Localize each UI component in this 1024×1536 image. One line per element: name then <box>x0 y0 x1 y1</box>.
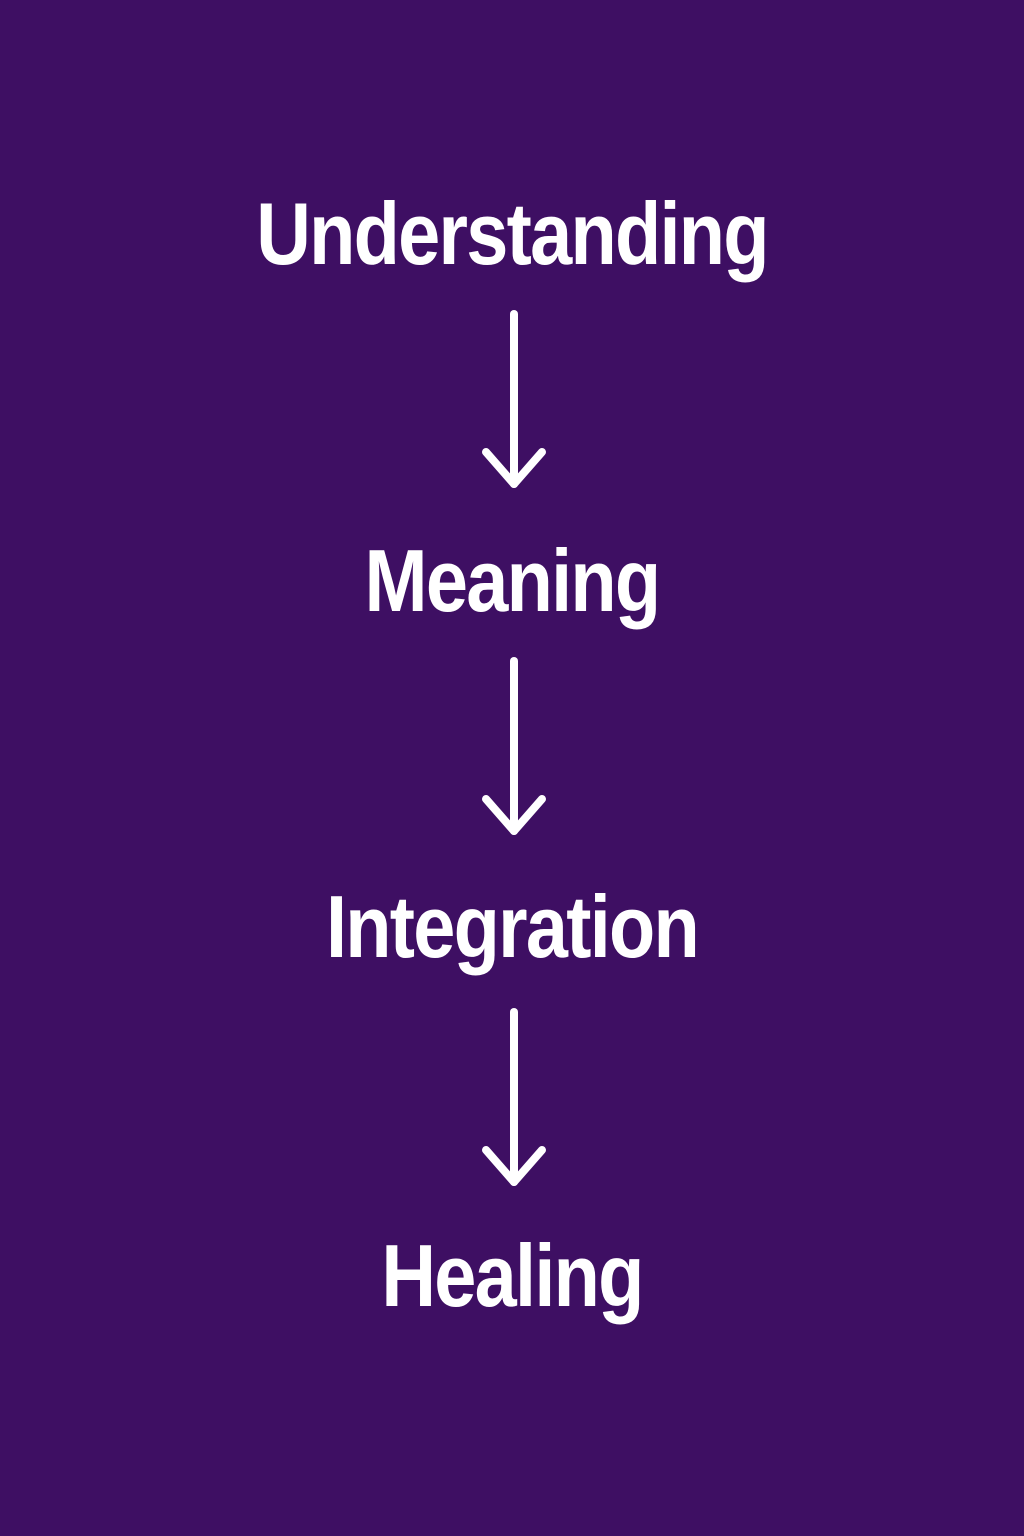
step-integration: Integration <box>325 877 700 976</box>
arrow-down-icon <box>482 1008 546 1186</box>
step-understanding: Understanding <box>256 184 769 283</box>
step-healing: Healing <box>381 1226 644 1325</box>
step-meaning: Meaning <box>364 531 662 630</box>
arrow-down-icon <box>482 310 546 488</box>
arrow-down-icon <box>482 657 546 835</box>
